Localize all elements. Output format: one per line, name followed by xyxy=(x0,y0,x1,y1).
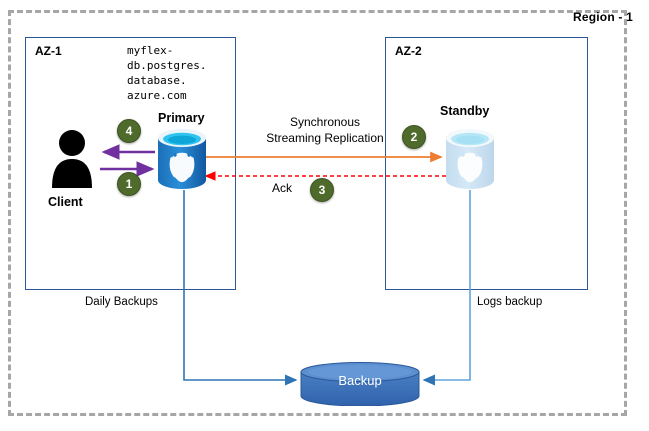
replication-label: Synchronous Streaming Replication xyxy=(266,115,384,145)
user-icon xyxy=(52,130,92,188)
step-badge-1: 1 xyxy=(117,172,141,196)
step-badge-4: 4 xyxy=(117,119,141,143)
daily-backups-label: Daily Backups xyxy=(85,296,158,308)
region-label: Region - 1 xyxy=(572,10,633,24)
step-badge-3: 3 xyxy=(310,178,334,202)
postgresql-database-icon-primary xyxy=(158,129,206,189)
client-label: Client xyxy=(48,195,83,209)
standby-label: Standby xyxy=(440,104,490,118)
postgresql-database-icon-standby xyxy=(446,129,494,189)
availability-zone-az2: AZ-2 xyxy=(385,37,588,290)
backup-cylinder-icon xyxy=(300,362,420,406)
logs-backup-label: Logs backup xyxy=(477,296,543,308)
step-badge-2: 2 xyxy=(402,125,426,149)
region-boundary xyxy=(8,10,627,416)
availability-zone-az1: AZ-1 xyxy=(25,37,236,290)
az2-label: AZ-2 xyxy=(395,44,422,58)
primary-label: Primary xyxy=(158,111,205,125)
ack-label: Ack xyxy=(271,181,292,195)
backup-label: Backup xyxy=(338,373,382,388)
az1-label: AZ-1 xyxy=(35,44,62,58)
server-hostname-text: myflex- db.postgres. database. azure.com xyxy=(127,44,207,102)
